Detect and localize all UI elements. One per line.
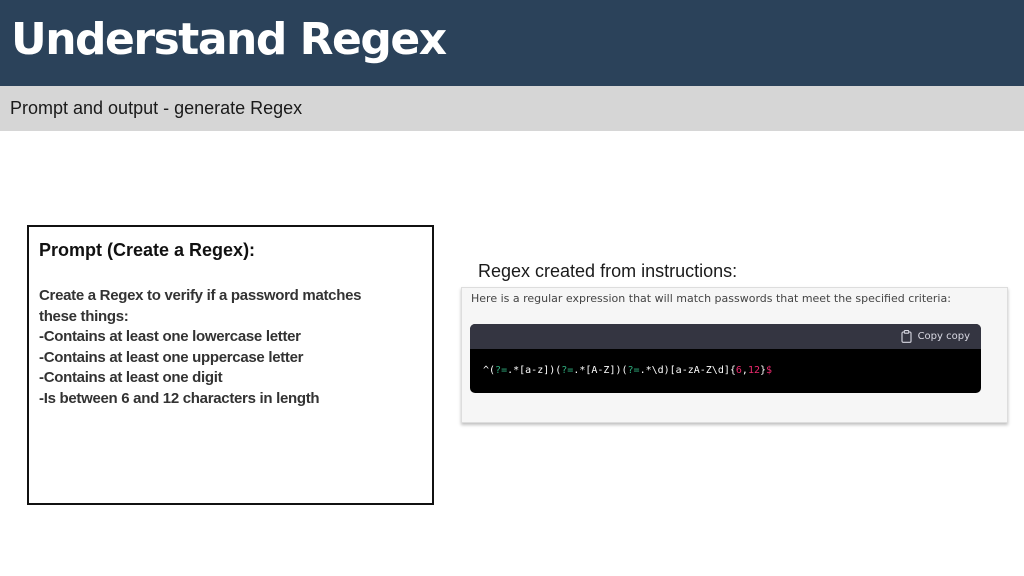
chat-response-text: Here is a regular expression that will m… <box>471 292 951 305</box>
code-block-header: Copy copy <box>470 324 981 349</box>
regex-code: ^(?=.*[a-z])(?=.*[A-Z])(?=.*\d)[a-zA-Z\d… <box>483 365 772 377</box>
result-label: Regex created from instructions: <box>478 261 738 281</box>
prompt-list-item: -Contains at least one uppercase letter <box>39 348 304 366</box>
prompt-list-item: -Contains at least one lowercase letter <box>39 328 301 345</box>
code-token: .*[A-Z])( <box>573 365 628 376</box>
prompt-intro-line: these things: <box>39 307 129 325</box>
code-token-anchor: $ <box>766 365 773 376</box>
code-token: ^( <box>483 365 496 376</box>
chat-response-screenshot: Here is a regular expression that will m… <box>461 287 1008 423</box>
copy-code-button[interactable]: Copy copy <box>901 329 970 344</box>
code-token: , <box>741 365 748 376</box>
clipboard-icon <box>901 330 912 343</box>
prompt-heading: Prompt (Create a Regex): <box>39 240 256 260</box>
prompt-list-item: -Contains at least one digit <box>39 369 223 386</box>
code-block: Copy copy ^(?=.*[a-z])(?=.*[A-Z])(?=.*\d… <box>470 324 981 393</box>
code-token: .*\d)[a-zA-Z\d]{ <box>639 365 736 376</box>
code-token-number: 6 <box>735 365 742 376</box>
code-token-lookahead: ?= <box>495 365 508 376</box>
prompt-intro-line: Create a Regex to verify if a password m… <box>39 287 362 304</box>
page-title: Understand Regex <box>11 14 447 65</box>
code-token: .*[a-z])( <box>507 365 562 376</box>
code-token-number: 12 <box>747 365 760 376</box>
subtitle-bar: Prompt and output - generate Regex <box>0 86 1024 131</box>
prompt-list-item: -Is between 6 and 12 characters in lengt… <box>39 389 320 407</box>
page-subtitle: Prompt and output - generate Regex <box>10 98 303 118</box>
code-token-lookahead: ?= <box>561 365 574 376</box>
prompt-box: Prompt (Create a Regex): Create a Regex … <box>27 225 434 505</box>
prompt-body: Create a Regex to verify if a password m… <box>39 286 424 409</box>
copy-code-label: Copy copy <box>917 331 970 342</box>
code-token: } <box>760 365 767 376</box>
code-token-lookahead: ?= <box>627 365 640 376</box>
title-bar: Understand Regex <box>0 0 1024 86</box>
